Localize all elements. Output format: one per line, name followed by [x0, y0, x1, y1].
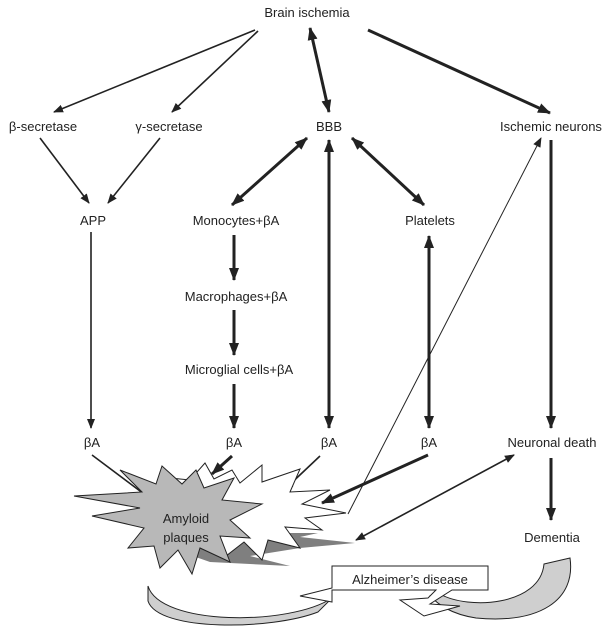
arrow-ba2-plaques: [210, 454, 234, 476]
node-platelets: Platelets: [405, 213, 455, 228]
alzheimers-box: [299, 565, 489, 617]
node-macrophages: Macrophages+βA: [185, 289, 288, 304]
node-ischemic-neurons: Ischemic neurons: [500, 119, 602, 134]
arrow-ischemia-gamma-secretase: [171, 30, 259, 113]
node-ba-2: βA: [226, 435, 242, 450]
arrow-ischemia-bbb: [307, 27, 332, 113]
node-app: APP: [80, 213, 106, 228]
node-amyloid-line2: plaques: [163, 530, 209, 545]
plaque-grey-star: [73, 465, 264, 576]
arrows: [39, 27, 556, 541]
node-microglial: Microglial cells+βA: [185, 362, 294, 377]
labels: Brain ischemia β-secretase γ-secretase B…: [9, 5, 603, 587]
arrow-bbb-monocytes: [231, 136, 308, 207]
node-alzheimers: Alzheimer’s disease: [352, 572, 468, 587]
arrow-beta-secretase-app: [39, 137, 90, 204]
alz-left-curve: [147, 585, 333, 626]
arrow-death-plaques: [355, 454, 515, 541]
node-beta-secretase: β-secretase: [9, 119, 77, 134]
arrow-ischemia-beta-secretase: [53, 29, 256, 113]
arrow-ba4-plaques: [321, 453, 429, 505]
node-ba-1: βA: [84, 435, 100, 450]
node-gamma-secretase: γ-secretase: [135, 119, 202, 134]
node-ba-4: βA: [421, 435, 437, 450]
alzheimers-band: [147, 557, 572, 626]
arrow-plaques-ischemic-neurons: [347, 137, 542, 515]
node-ba-3: βA: [321, 435, 337, 450]
node-dementia: Dementia: [524, 530, 580, 545]
arrow-ba1-plaques: [91, 454, 149, 498]
amyloid-plaques-shape: [73, 462, 355, 576]
arrow-gamma-secretase-app: [107, 137, 161, 204]
node-neuronal-death: Neuronal death: [508, 435, 597, 450]
arrow-bbb-platelets: [350, 136, 426, 207]
node-bbb: BBB: [316, 119, 342, 134]
node-amyloid-line1: Amyloid: [163, 511, 209, 526]
arrow-ischemia-ischemic-neurons: [367, 28, 551, 115]
node-monocytes: Monocytes+βA: [193, 213, 280, 228]
node-brain-ischemia: Brain ischemia: [264, 5, 350, 20]
